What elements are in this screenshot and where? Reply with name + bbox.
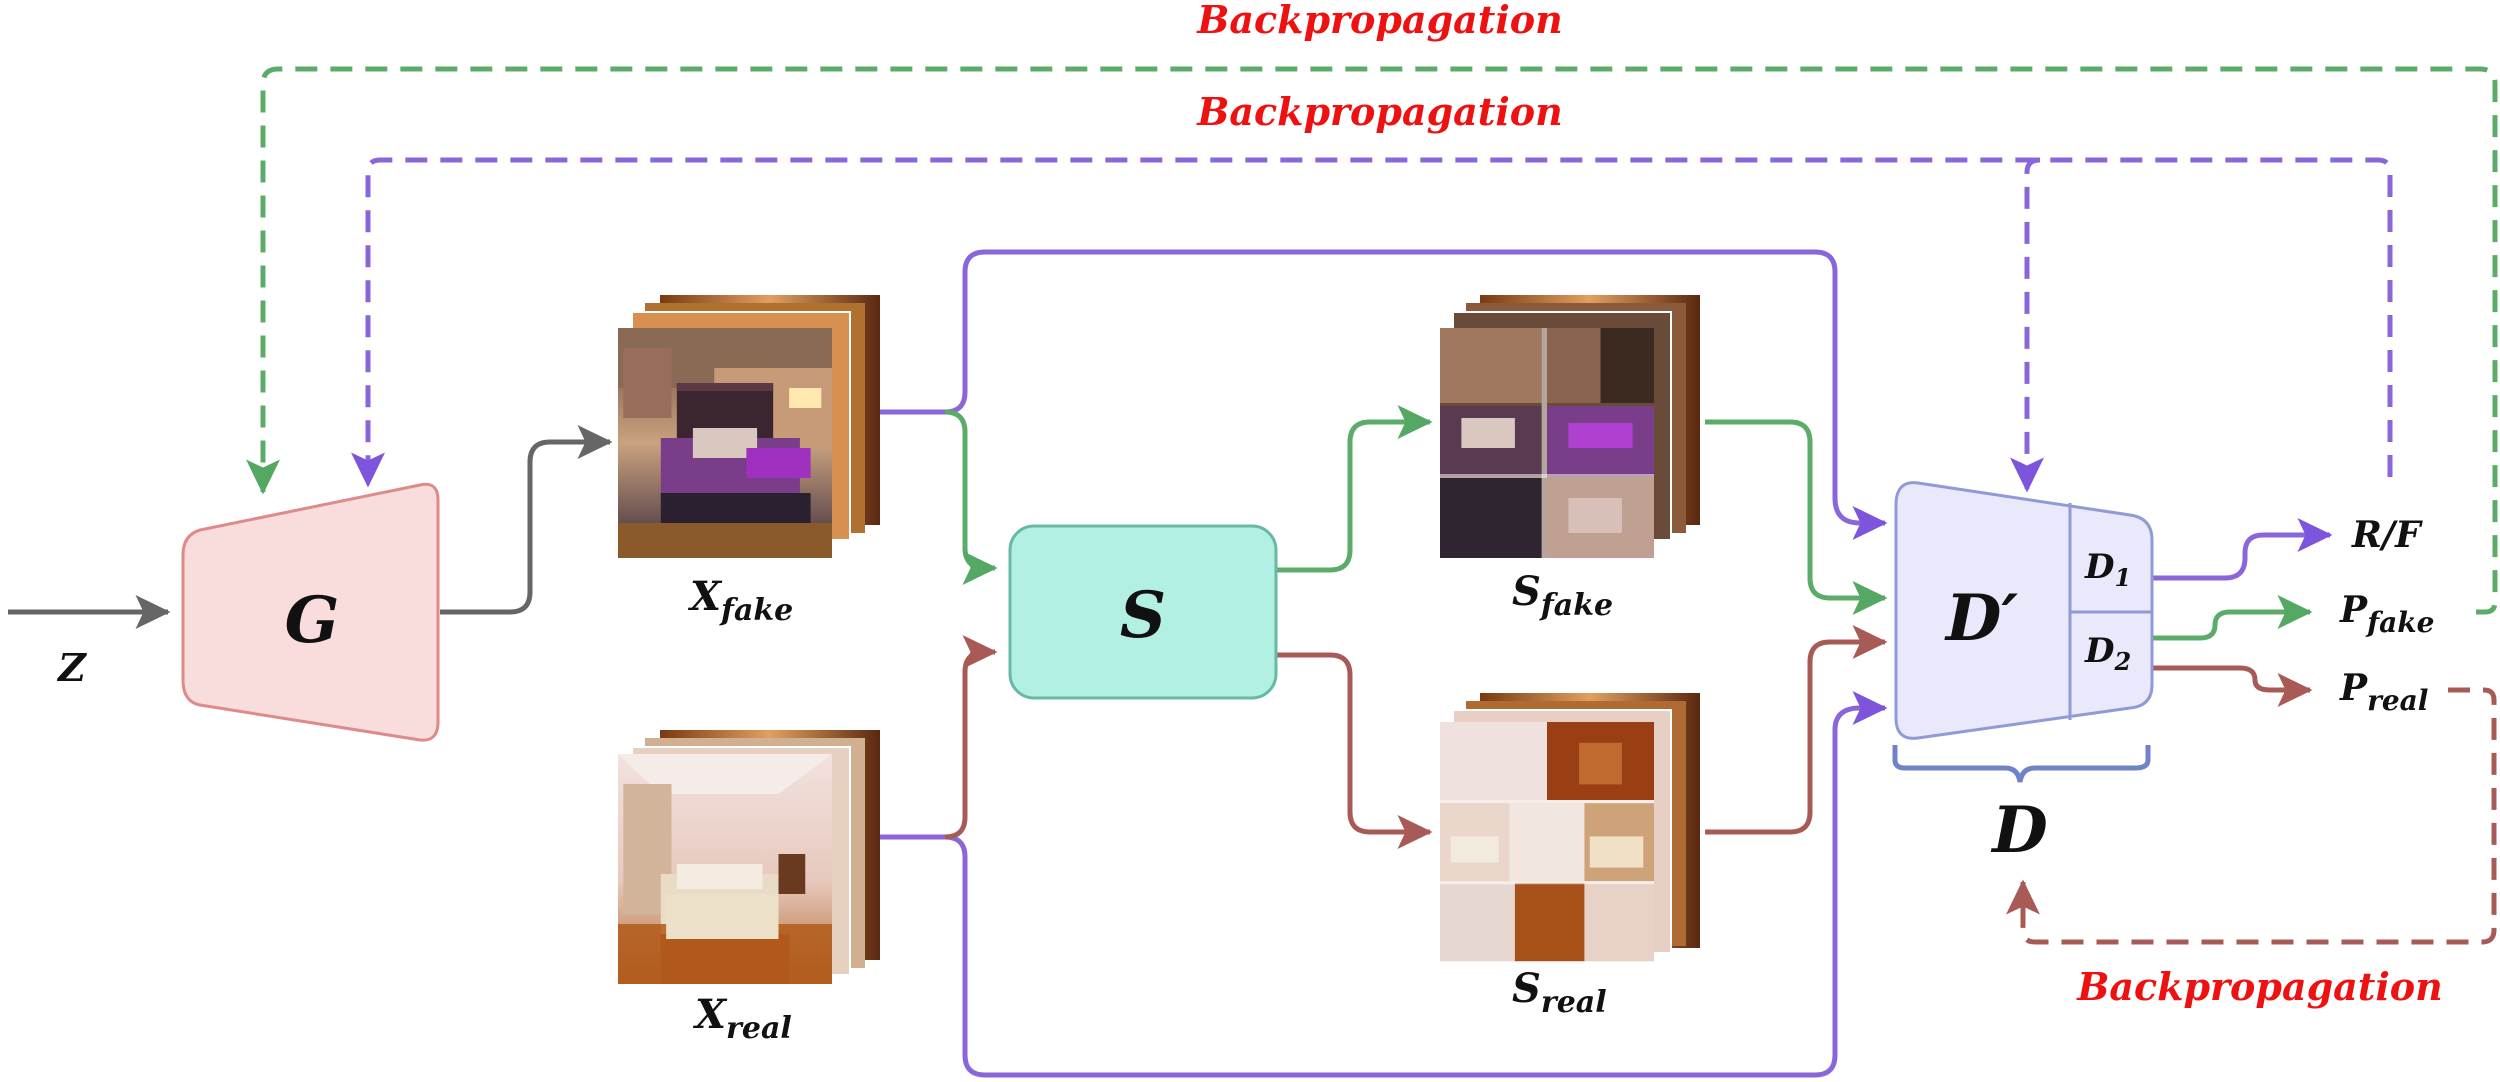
discriminator-label: D′ — [1944, 581, 2019, 656]
rf-label: R/F — [2351, 514, 2423, 556]
s-fake-label: Sfake — [1512, 568, 1613, 623]
arrow-xreal-to-dprime-purple — [880, 691, 1888, 1078]
arrow-d2-to-preal — [2152, 665, 2313, 707]
s-real-image-stack — [1440, 693, 1700, 962]
z-label: Z — [56, 645, 87, 690]
arrow-s-to-sreal-red — [1276, 652, 1433, 849]
backprop-green-path — [246, 66, 2498, 615]
x-fake-label: Xfake — [687, 573, 793, 628]
p-real-label: Preal — [2339, 667, 2428, 717]
x-real-label: Xreal — [692, 991, 792, 1046]
generator-label: G — [285, 583, 340, 658]
s-real-label: Sreal — [1512, 965, 1607, 1020]
d1-label: D1 — [2084, 547, 2131, 592]
arrow-sreal-to-dprime-red — [1705, 625, 1888, 835]
arrow-xreal-to-s-red — [944, 635, 998, 840]
arrow-g-to-xfake — [440, 425, 613, 615]
generator-block — [181, 482, 440, 742]
discriminator-block — [1894, 481, 2154, 740]
d-brace-label: D — [1990, 793, 2048, 868]
arrow-s-to-sfake-green — [1276, 405, 1433, 573]
d-brace — [1892, 745, 2151, 783]
arrow-sfake-to-dprime-green — [1705, 419, 1888, 615]
x-real-image-stack — [618, 730, 880, 984]
p-fake-label: Pfake — [2339, 589, 2434, 639]
shuffler-block — [1008, 524, 1278, 700]
backprop-label-bottom: Backpropagation — [2076, 964, 2443, 1009]
arrow-xfake-to-dprime-purple — [880, 249, 1888, 540]
s-fake-image-stack — [1440, 295, 1700, 558]
backprop-label-middle: Backpropagation — [1196, 89, 1563, 134]
d2-label: D2 — [2084, 631, 2131, 676]
backprop-red-path — [2006, 687, 2497, 945]
backprop-label-top: Backpropagation — [1196, 0, 1563, 42]
x-fake-image-stack — [618, 295, 880, 558]
backprop-purple-branch — [2010, 157, 2044, 493]
arrow-d1-to-pfake — [2152, 595, 2313, 641]
shuffler-label: S — [1120, 578, 1166, 653]
arrow-d1-to-rf — [2152, 518, 2333, 581]
arrow-xfake-to-s-green — [944, 409, 998, 585]
